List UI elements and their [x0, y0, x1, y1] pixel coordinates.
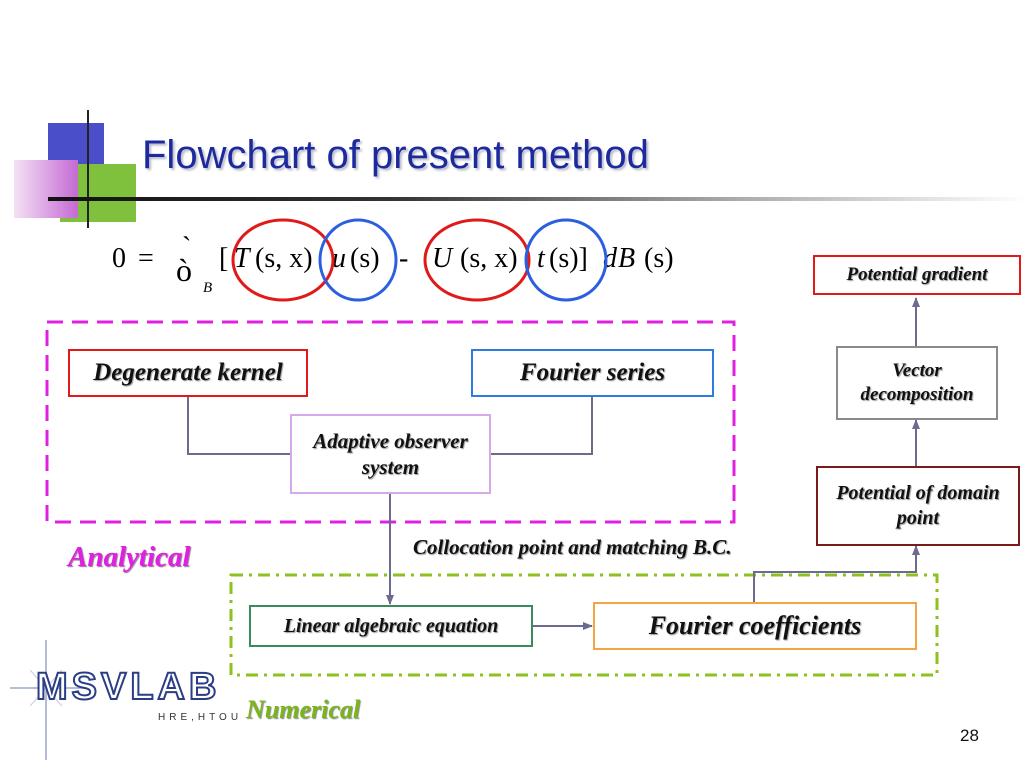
eq-u: u [332, 243, 346, 274]
eq-s3: (s) [644, 243, 674, 274]
potential-domain-box: Potential of domain point [816, 466, 1020, 546]
eq-sx1: (s, x) [255, 243, 313, 274]
numerical-label: Numerical [246, 695, 361, 724]
numerical-region [229, 573, 939, 677]
page-number: 28 [960, 726, 979, 745]
analytical-label: Analytical [68, 541, 191, 573]
eq-s1: (s) [350, 243, 380, 274]
connector-fourier-observer [491, 396, 593, 455]
eq-B: B [618, 243, 636, 274]
fourier-u-ellipse [318, 218, 398, 302]
collocation-label: Collocation point and matching B.C. [413, 535, 732, 559]
title-underline [48, 197, 1024, 201]
eq-equals: = [138, 243, 154, 274]
eq-integral: ò [176, 252, 192, 288]
decor-vertical-line [87, 110, 89, 228]
fourier-series-box: Fourier series [471, 349, 714, 397]
logo-tagline: HRE,HTOU [158, 712, 243, 723]
eq-U: U [432, 243, 453, 274]
degenerate-kernel-box: Degenerate kernel [68, 349, 308, 397]
kernel-U-ellipse [423, 218, 531, 302]
logo-name: MSVLAB [35, 665, 221, 709]
eq-zero: 0 [112, 243, 126, 274]
eq-T: T [234, 243, 250, 274]
fourier-coefficients-box: Fourier coefficients [593, 602, 917, 650]
linear-algebraic-box: Linear algebraic equation [249, 605, 533, 647]
eq-s2: (s)] [549, 243, 588, 274]
decor-pink-square [14, 160, 78, 218]
logo-star-icon [10, 640, 90, 760]
eq-grave: ` [182, 232, 192, 263]
msvlab-logo: MSVLAB HRE,HTOU [10, 640, 246, 760]
eq-t: t [537, 243, 545, 274]
vector-decomposition-box: Vector decomposition [836, 346, 998, 420]
adaptive-observer-box: Adaptive observer system [290, 414, 491, 494]
eq-subscript: B [203, 280, 213, 296]
eq-minus: - [399, 243, 409, 274]
potential-gradient-box: Potential gradient [813, 255, 1021, 295]
arrow-coefficients-domain [753, 545, 920, 602]
eq-sx2: (s, x) [460, 243, 518, 274]
fourier-t-ellipse [524, 218, 608, 302]
slide-title: Flowchart of present method [142, 133, 649, 177]
eq-open-bracket: [ [219, 243, 229, 274]
connector-kernel-observer [187, 396, 290, 455]
kernel-T-ellipse [231, 218, 335, 302]
